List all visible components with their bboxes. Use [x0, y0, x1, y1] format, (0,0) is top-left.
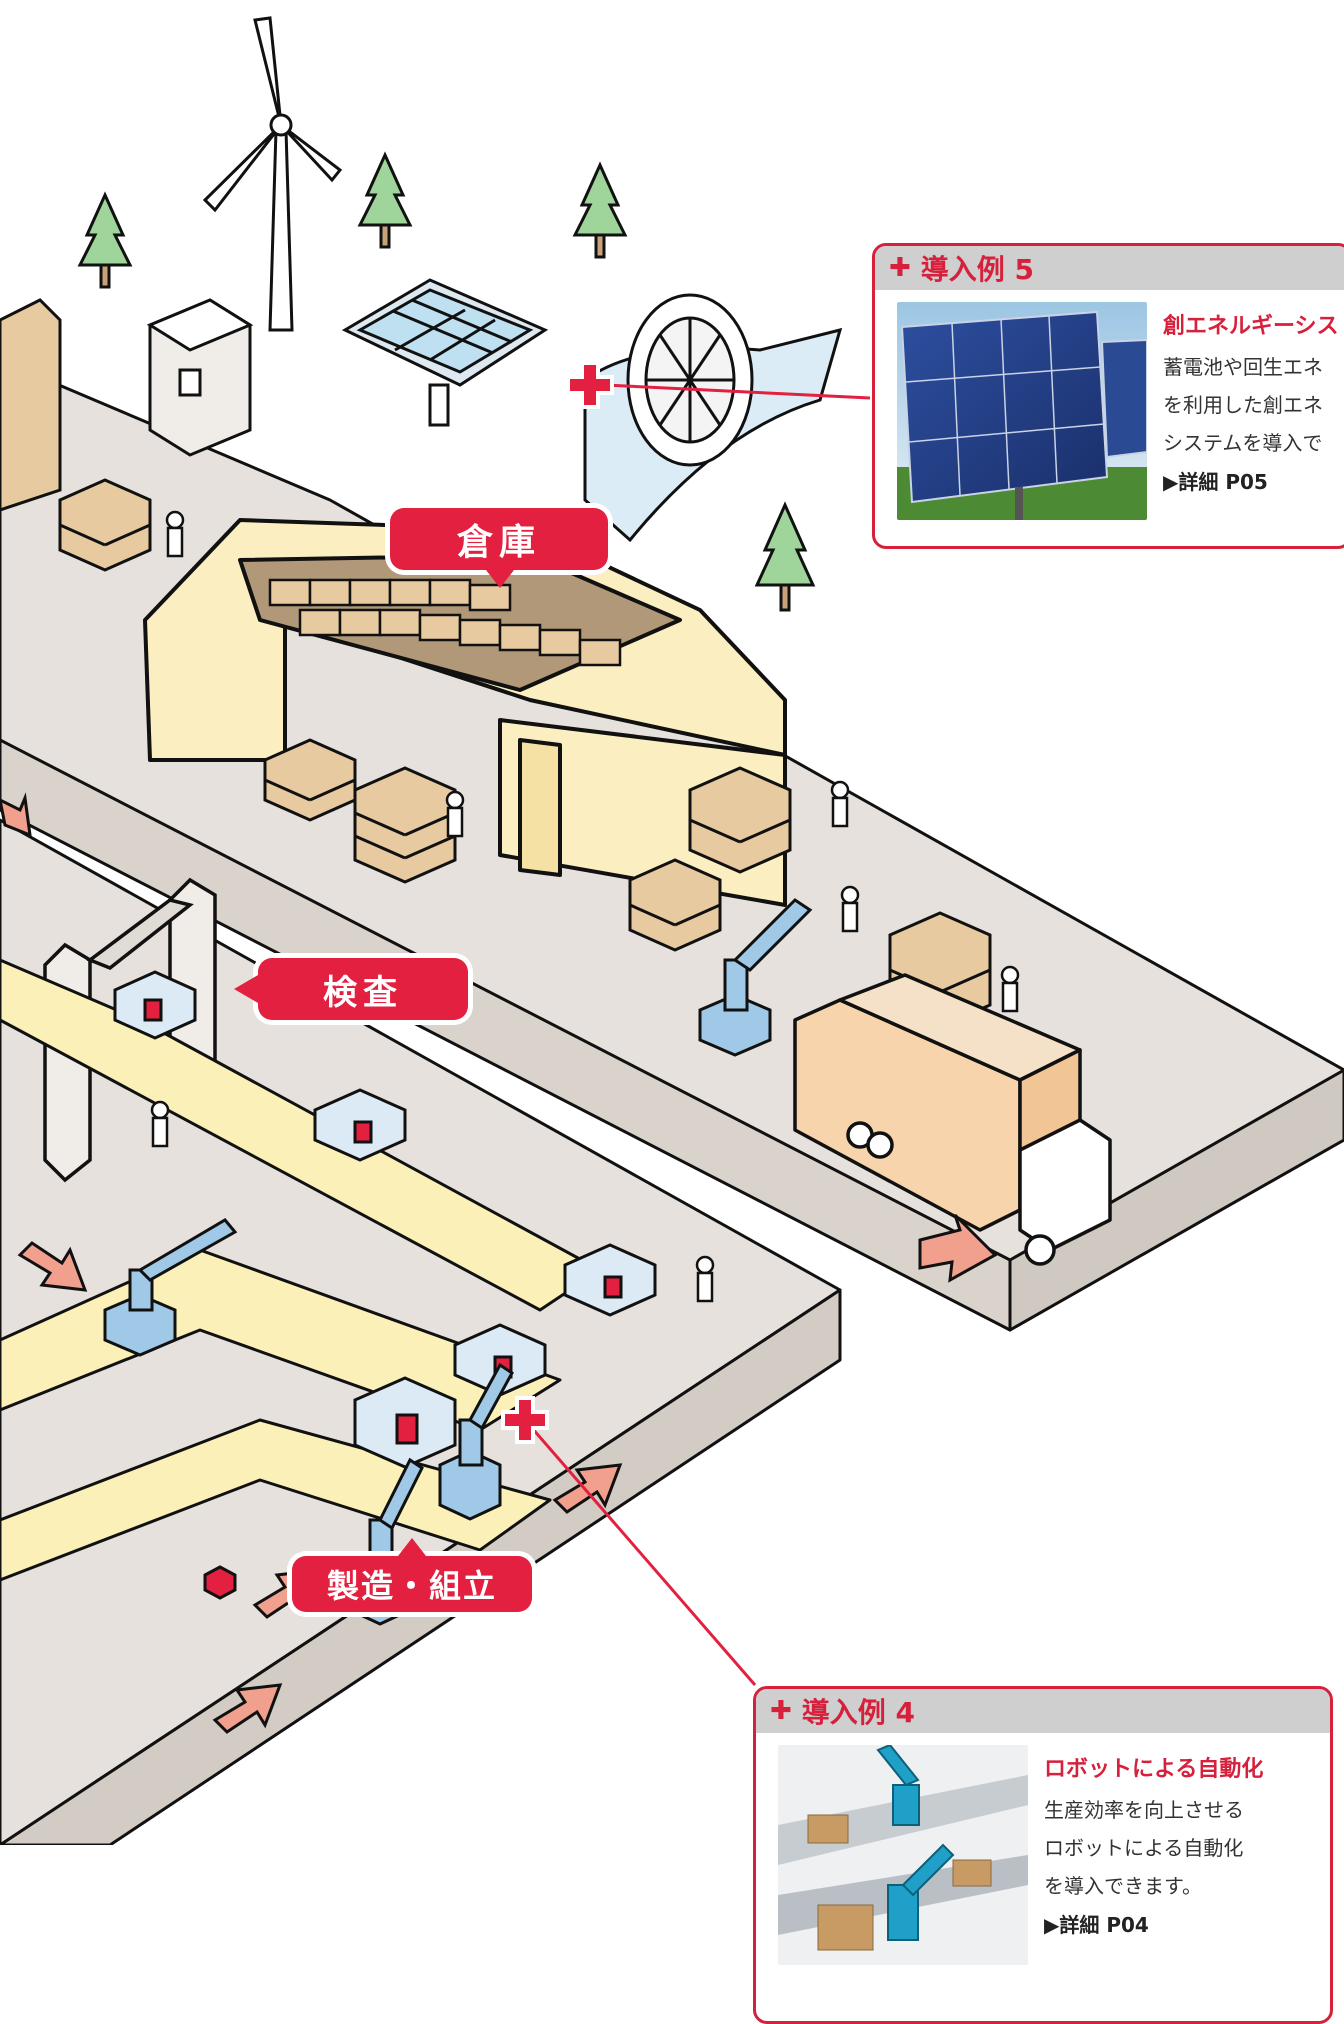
worker-icon	[695, 1255, 715, 1303]
case-study-4-header-text: 導入例 4	[801, 1696, 916, 1729]
case-study-4-card[interactable]: ✚ 導入例 4 ロボットによる自動化 生産効率を向上させる	[753, 1686, 1333, 2024]
flow-arrows	[0, 792, 998, 1734]
robot-icon	[438, 1362, 514, 1521]
tree-icon	[357, 151, 413, 249]
worker-icon	[1000, 965, 1020, 1013]
case-study-5-header: ✚ 導入例 5	[875, 246, 1344, 290]
manufacturing-label: 製造・組立	[292, 1538, 532, 1612]
case-study-4-details-link[interactable]: ▶詳細 P04	[1044, 1913, 1149, 1937]
warehouse-label: 倉庫	[390, 508, 608, 588]
tree-icon	[77, 191, 133, 289]
box-stacks	[0, 298, 992, 1029]
tree-icon	[572, 161, 628, 259]
label-pointer	[234, 975, 258, 1003]
trees	[77, 151, 816, 612]
case-study-4-title: ロボットによる自動化	[1044, 1757, 1264, 1782]
robot-icon	[698, 898, 813, 1057]
case-study-5-line-2: を利用した創エネ	[1163, 393, 1323, 417]
case-study-5-details-link[interactable]: ▶詳細 P05	[1163, 470, 1268, 494]
solar-panel-icon	[341, 278, 549, 427]
worker-icon	[165, 510, 185, 558]
arrow-icon	[552, 1463, 623, 1514]
hotspot-plus-icon[interactable]	[566, 361, 614, 409]
case-study-5-title: 創エネルギーシス	[1163, 314, 1339, 339]
warehouse-label-text: 倉庫	[456, 522, 541, 563]
case-study-5-line-3: システムを導入で	[1163, 431, 1323, 455]
power-cabinet-icon	[146, 298, 254, 457]
case-study-4-header: ✚ 導入例 4	[756, 1689, 1330, 1733]
worker-icon	[150, 1100, 170, 1148]
truck-icon	[793, 973, 1112, 1266]
case-study-4-line-1: 生産効率を向上させる	[1044, 1798, 1244, 1822]
arrow-icon	[918, 1213, 998, 1283]
hotspot-markers	[501, 361, 871, 1686]
worker-icon	[840, 885, 860, 933]
label-pointer	[398, 1538, 426, 1556]
label-pointer	[486, 570, 514, 588]
manufacturing-label-text: 製造・組立	[326, 1567, 497, 1605]
warehouse-boxes	[268, 578, 622, 667]
robot-arm-photo	[778, 1745, 1028, 1965]
inspection-label-text: 検査	[323, 972, 403, 1013]
plus-icon: ✚	[770, 1696, 792, 1726]
case-study-4-line-3: を導入できます。	[1044, 1874, 1202, 1898]
plus-icon: ✚	[889, 253, 911, 283]
hotspot-plus-icon[interactable]	[501, 1396, 549, 1444]
case-study-5-header-text: 導入例 5	[920, 253, 1035, 286]
solar-farm-photo	[897, 302, 1147, 520]
arrow-icon	[212, 1683, 283, 1734]
worker-icon	[445, 790, 465, 838]
factory-illustration	[0, 16, 1344, 1845]
water-wheel-icon	[583, 293, 843, 543]
arrow-icon	[0, 792, 32, 838]
arrow-icon	[17, 1241, 88, 1292]
case-study-5-line-1: 蓄電池や回生エネ	[1163, 355, 1323, 379]
robot-icon	[103, 1218, 238, 1357]
inspection-label: 検査	[234, 958, 468, 1020]
tree-icon	[754, 501, 816, 612]
case-study-4-line-2: ロボットによる自動化	[1044, 1836, 1244, 1860]
workers	[150, 510, 1020, 1303]
wind-turbine-icon	[202, 16, 343, 332]
case-study-5-card[interactable]: ✚ 導入例 5 創エネルギーシス 蓄電池や回生エ	[872, 243, 1344, 549]
worker-icon	[830, 780, 850, 828]
